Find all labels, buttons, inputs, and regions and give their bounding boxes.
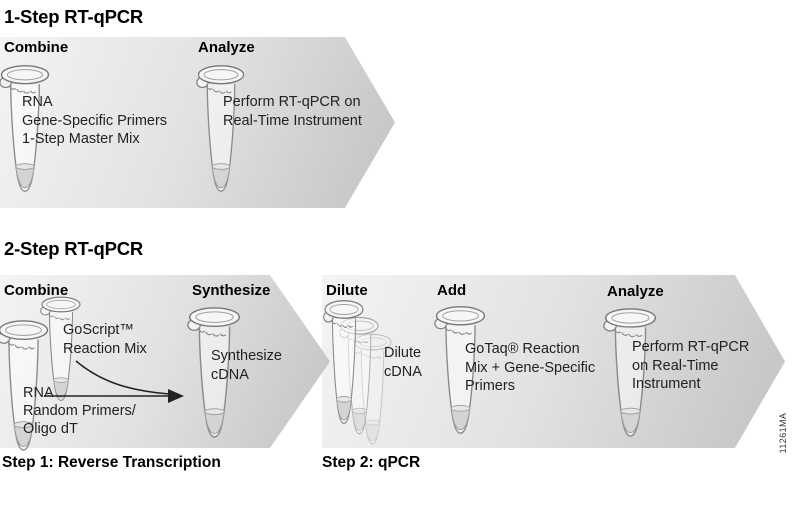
text-line: GoScript™ <box>63 322 134 338</box>
figure-number: 11261MA <box>778 412 788 454</box>
process-arrow-step2-qpcr <box>322 275 785 448</box>
text-line: Perform RT-qPCR <box>632 339 750 355</box>
text-line: Synthesize <box>211 348 282 364</box>
text-line: Gene-Specific Primers <box>22 112 168 129</box>
gotaq-reaction-mix-text: GoTaq® Reaction Mix + Gene-Specific Prim… <box>465 340 595 396</box>
analyze-2step-text: Perform RT-qPCR on Real-Time Instrument <box>632 338 749 394</box>
text-line: Instrument <box>632 376 701 392</box>
section-title-2-step: 2-Step RT-qPCR <box>4 238 144 259</box>
text-line: Dilute <box>384 345 422 361</box>
text-line: RNA <box>22 94 53 110</box>
combine-heading-2step: Combine <box>4 282 69 299</box>
text-line: Reaction Mix <box>63 340 147 357</box>
process-arrow-1step <box>0 37 395 208</box>
add-heading: Add <box>437 282 467 299</box>
microcentrifuge-tube-icon <box>196 65 245 192</box>
synthesize-heading: Synthesize <box>192 282 271 299</box>
text-line: Mix + Gene-Specific <box>465 359 596 376</box>
synthesize-text: Synthesize cDNA <box>211 347 282 384</box>
text-line: cDNA <box>211 366 249 383</box>
text-line: cDNA <box>384 363 422 380</box>
text-line: 1-Step Master Mix <box>22 131 140 147</box>
text-line: GoTaq® Reaction <box>465 341 580 357</box>
text-line: Random Primers/ <box>23 403 136 419</box>
text-line: Oligo dT <box>23 421 78 437</box>
text-line: RNA <box>23 385 54 401</box>
rna-primers-text: RNA Random Primers/ Oligo dT <box>23 384 136 438</box>
section-title-1-step: 1-Step RT-qPCR <box>4 6 144 27</box>
analyze-heading-1step: Analyze <box>198 39 255 56</box>
step2-label: Step 2: qPCR <box>322 454 421 471</box>
analyze-heading-2step: Analyze <box>607 283 664 300</box>
text-line: Primers <box>465 378 515 394</box>
analyze-1step-text: Perform RT-qPCR on Real-Time Instrument <box>223 93 362 130</box>
dilute-heading: Dilute <box>326 282 368 299</box>
dilution-tube-icon <box>323 300 364 425</box>
goscript-reaction-mix-text: GoScript™ Reaction Mix <box>63 321 147 358</box>
text-line: Real-Time Instrument <box>223 112 362 129</box>
combine-reagents-arrow-icon <box>44 360 184 403</box>
text-line: Perform RT-qPCR on <box>223 94 361 110</box>
combine-heading-1step: Combine <box>4 39 69 56</box>
combine-1step-text: RNA Gene-Specific Primers 1-Step Master … <box>22 93 167 149</box>
text-line: on Real-Time <box>632 357 719 374</box>
step1-label: Step 1: Reverse Transcription <box>2 454 221 471</box>
dilute-text: Dilute cDNA <box>384 344 422 381</box>
